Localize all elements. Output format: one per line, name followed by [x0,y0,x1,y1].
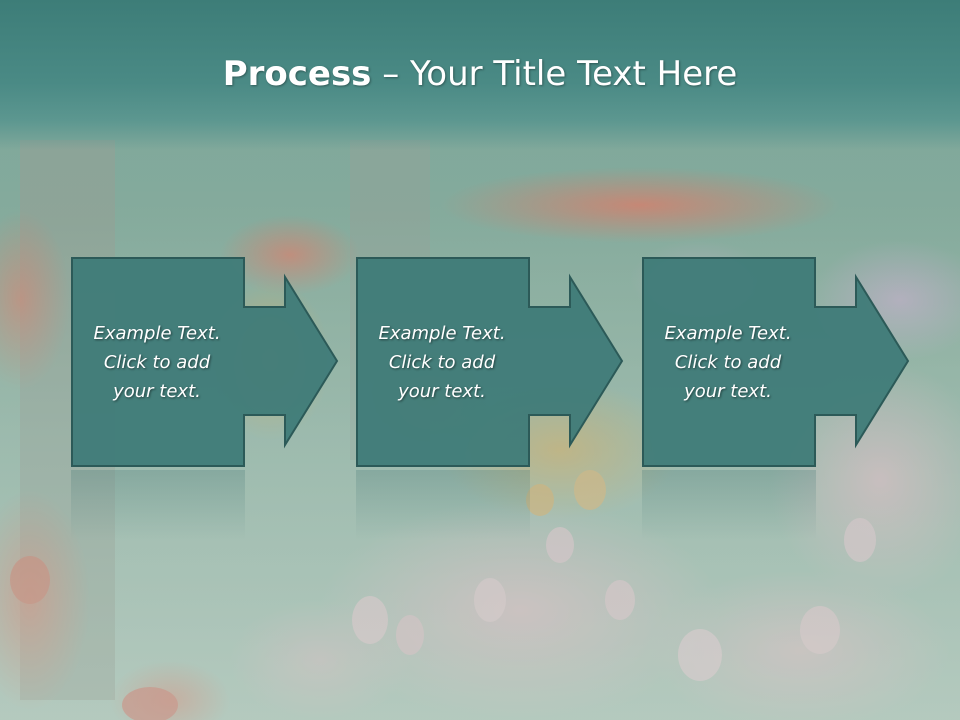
process-step-3[interactable]: Example Text. Click to add your text. [642,257,960,467]
arrow-box-shape [71,257,339,467]
step-2-text[interactable]: Example Text. Click to add your text. [378,322,506,402]
step-1-text[interactable]: Example Text. Click to add your text. [93,322,221,402]
process-step-1[interactable]: Example Text. Click to add your text. [71,257,411,467]
arrow-box-shape [642,257,910,467]
step-1-reflection [71,470,245,540]
arrow-box-shape [356,257,624,467]
step-3-reflection [642,470,816,540]
slide-title[interactable]: Process – Your Title Text Here [0,52,960,96]
title-rest-part: – Your Title Text Here [371,54,738,94]
step-2-reflection [356,470,530,540]
title-band [0,0,960,150]
process-step-2[interactable]: Example Text. Click to add your text. [356,257,696,467]
title-bold-part: Process [222,54,372,94]
step-3-text[interactable]: Example Text. Click to add your text. [664,322,792,402]
